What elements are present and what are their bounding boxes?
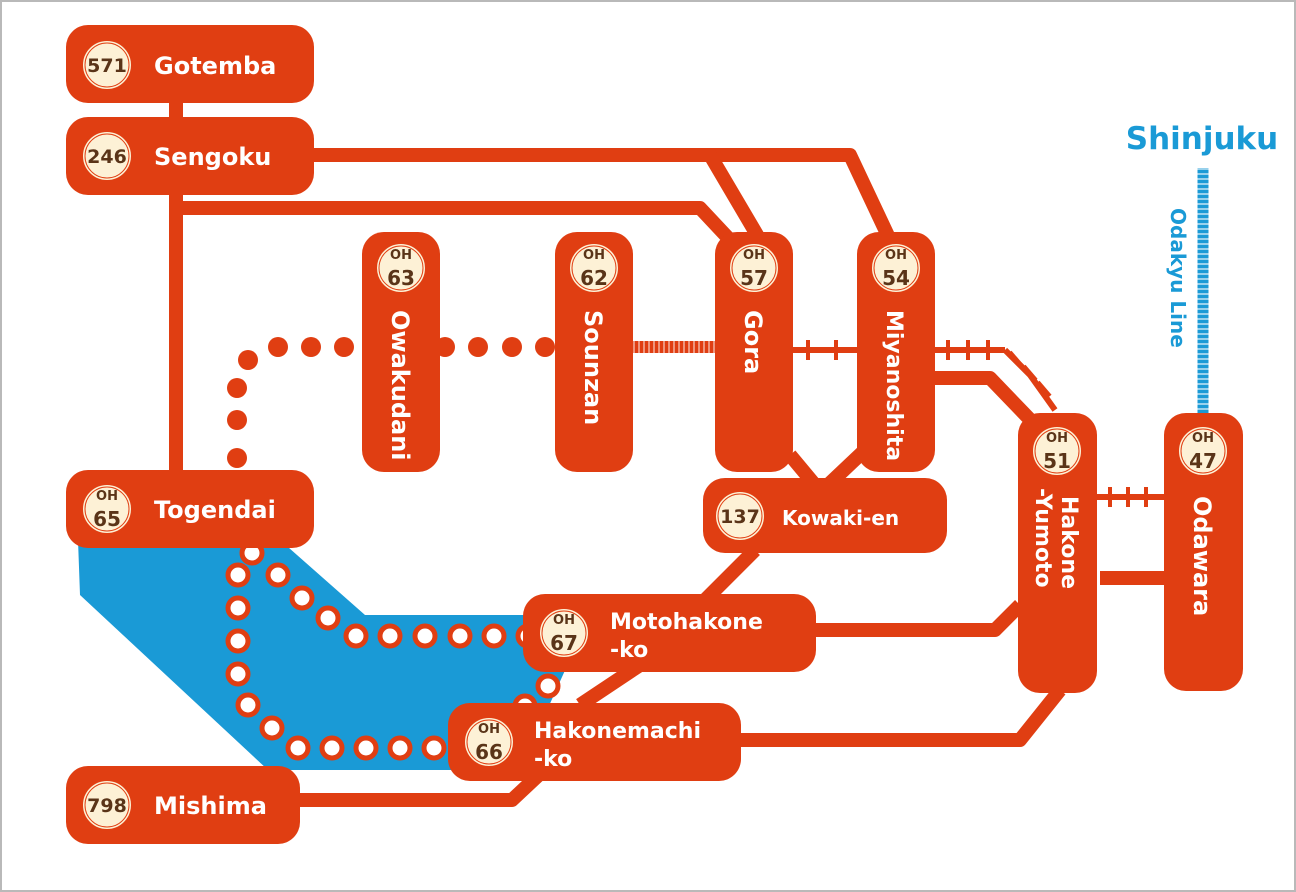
- station-code: 571: [87, 55, 127, 77]
- station-code-number: 67: [550, 631, 578, 655]
- station-name-line2: -ko: [534, 747, 572, 772]
- station-code-number: 47: [1189, 449, 1217, 473]
- station-name: Gotemba: [154, 52, 276, 80]
- station-name-line1: Motohakone: [610, 610, 763, 635]
- station-name-line1: Hakonemachi: [534, 719, 701, 744]
- station-odawara[interactable]: OH 47 Odawara: [1164, 413, 1243, 691]
- station-code-prefix: OH: [390, 248, 412, 263]
- station-name-line2: -ko: [610, 638, 648, 663]
- route-miyanoshita-yumoto: [935, 371, 1046, 435]
- station-togendai[interactable]: OH 65 Togendai: [66, 470, 314, 548]
- station-code-number: 63: [387, 266, 415, 290]
- station-miyanoshita[interactable]: OH 54 Miyanoshita: [857, 232, 935, 472]
- odakyu-line-label: Odakyu Line: [1166, 208, 1190, 348]
- station-name-line1: Hakone: [1056, 496, 1081, 589]
- station-gora[interactable]: OH 57 Gora: [715, 232, 793, 472]
- station-mishima[interactable]: 798 Mishima: [66, 766, 300, 844]
- station-kowakien[interactable]: 137 Kowaki-en: [703, 478, 947, 553]
- route-sengoku-gora: [300, 148, 767, 244]
- station-code-prefix: OH: [553, 613, 575, 628]
- station-code-prefix: OH: [1046, 431, 1068, 446]
- station-code-number: 54: [882, 266, 910, 290]
- station-code-number: 51: [1043, 449, 1071, 473]
- station-name: Gora: [739, 310, 767, 374]
- station-name: Kowaki-en: [782, 506, 899, 530]
- station-sengoku[interactable]: 246 Sengoku: [66, 117, 314, 195]
- station-hakonemachiko[interactable]: OH 66 Hakonemachi -ko: [448, 703, 741, 781]
- tozan-railway: [793, 340, 1165, 507]
- route-sengoku-gora-2: [180, 201, 736, 245]
- route-motohakone-yumoto: [815, 600, 1025, 637]
- station-name: Togendai: [154, 496, 276, 524]
- station-code: 798: [87, 795, 127, 817]
- station-name: Mishima: [154, 792, 267, 820]
- station-code-prefix: OH: [885, 248, 907, 263]
- station-code-number: 57: [740, 266, 768, 290]
- ropeway: [227, 337, 555, 468]
- station-code: 246: [87, 146, 127, 168]
- station-name: Owakudani: [386, 310, 414, 461]
- station-code-prefix: OH: [96, 489, 118, 504]
- station-code-prefix: OH: [743, 248, 765, 263]
- station-code-number: 66: [475, 740, 503, 764]
- odakyu-line: Shinjuku Odakyu Line: [1126, 121, 1278, 418]
- odakyu-terminal-label: Shinjuku: [1126, 121, 1278, 157]
- station-owakudani[interactable]: OH 63 Owakudani: [362, 232, 440, 472]
- station-name: Sengoku: [154, 143, 271, 171]
- station-code-number: 62: [580, 266, 608, 290]
- station-name: Miyanoshita: [881, 310, 906, 461]
- station-name: Odawara: [1188, 496, 1216, 616]
- station-code-prefix: OH: [1192, 431, 1214, 446]
- station-name-line2: -Yumoto: [1030, 488, 1055, 588]
- station-code-prefix: OH: [583, 248, 605, 263]
- station-code-number: 65: [93, 507, 121, 531]
- station-code: 137: [720, 506, 760, 528]
- route-hakonemachi-yumoto: [740, 685, 1066, 747]
- station-motohakoneko[interactable]: OH 67 Motohakone -ko: [523, 594, 816, 672]
- station-code-prefix: OH: [478, 722, 500, 737]
- station-hakoneyumoto[interactable]: OH 51 Hakone -Yumoto: [1018, 413, 1097, 693]
- station-sounzan[interactable]: OH 62 Sounzan: [555, 232, 633, 472]
- station-gotemba[interactable]: 571 Gotemba: [66, 25, 314, 103]
- station-name: Sounzan: [579, 310, 607, 425]
